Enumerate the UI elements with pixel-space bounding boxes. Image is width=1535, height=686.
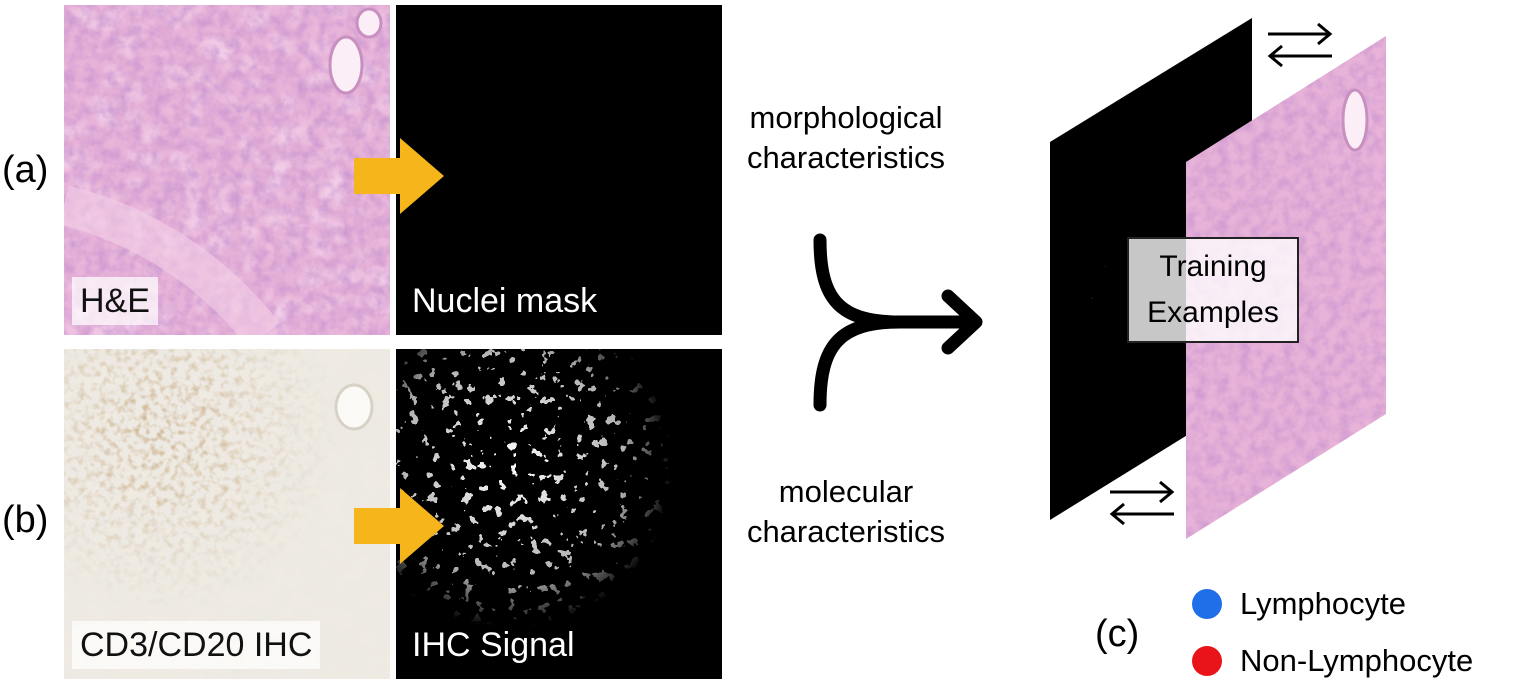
training-examples-box: Training Examples	[1127, 237, 1299, 343]
ihc-signal-label: IHC Signal	[404, 621, 583, 669]
swap-arrows-icon	[1267, 22, 1333, 68]
he-image	[64, 5, 390, 335]
row-label-c: (c)	[1095, 613, 1140, 655]
right-arrow-icon	[354, 138, 444, 214]
nuclei-mask-image	[396, 5, 722, 335]
ihc-panel: CD3/CD20 IHC	[64, 349, 390, 679]
row-label-b: (b)	[2, 499, 49, 541]
right-arrow-icon	[354, 488, 444, 564]
morphological-line1: morphological	[749, 100, 943, 135]
morphological-caption: morphological characteristics	[716, 98, 976, 178]
legend-label-non-lymphocyte: Non-Lymphocyte	[1240, 643, 1474, 678]
he-panel: H&E	[64, 5, 390, 335]
molecular-line2: characteristics	[746, 514, 946, 549]
ihc-signal-panel: IHC Signal	[396, 349, 722, 679]
he-label: H&E	[72, 277, 158, 325]
nuclei-mask-panel: Nuclei mask	[396, 5, 722, 335]
row-label-a: (a)	[2, 149, 49, 191]
nuclei-mask-label: Nuclei mask	[404, 277, 606, 325]
training-line2: Examples	[1147, 296, 1279, 329]
legend-label-lymphocyte: Lymphocyte	[1240, 586, 1406, 621]
swap-arrows-icon	[1109, 480, 1175, 526]
legend-dot-non-lymphocyte	[1192, 646, 1222, 676]
molecular-line1: molecular	[778, 474, 914, 509]
molecular-caption: molecular characteristics	[716, 472, 976, 552]
morphological-line2: characteristics	[746, 140, 946, 175]
legend-dot-lymphocyte	[1192, 589, 1222, 619]
training-line1: Training	[1159, 250, 1267, 283]
merge-arrow-icon	[813, 233, 983, 412]
ihc-label: CD3/CD20 IHC	[72, 621, 321, 669]
